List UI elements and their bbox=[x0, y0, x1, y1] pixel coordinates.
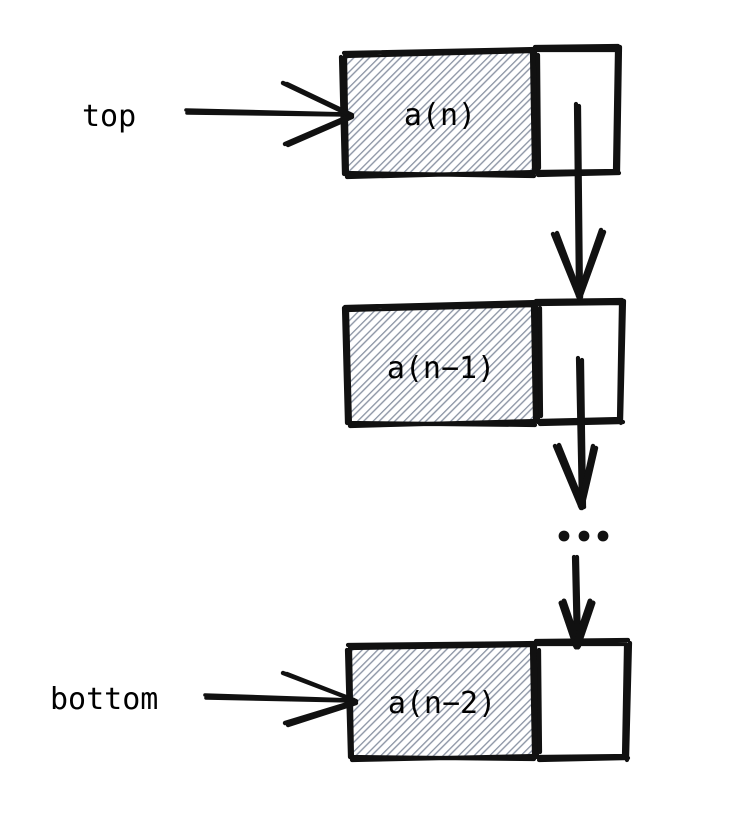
top-pointer-label: top bbox=[82, 99, 136, 134]
link-node2-to-ellipsis bbox=[552, 355, 599, 511]
link-node1-to-node2 bbox=[550, 101, 607, 301]
top-pointer-arrow bbox=[184, 80, 355, 148]
node-2-label: a(n−1) bbox=[387, 351, 495, 386]
node-3-data-fill-overlay bbox=[350, 645, 535, 760]
bottom-pointer-arrow bbox=[203, 670, 359, 728]
node-1-data-fill-overlay bbox=[346, 52, 535, 176]
node-2: a(n−1) bbox=[341, 297, 627, 429]
node-3-label: a(n−2) bbox=[388, 686, 496, 721]
ellipsis-dots bbox=[558, 530, 609, 542]
node-1-label: a(n) bbox=[404, 98, 476, 133]
bottom-pointer-label: bottom bbox=[50, 682, 158, 717]
node-3: a(n−2) bbox=[344, 637, 633, 763]
node-1: a(n) bbox=[338, 43, 623, 180]
node-2-data-cell bbox=[341, 299, 541, 429]
node-2-data-fill-overlay bbox=[348, 306, 536, 425]
link-ellipsis-to-node3 bbox=[558, 554, 596, 650]
node-3-next-cell bbox=[533, 637, 633, 763]
